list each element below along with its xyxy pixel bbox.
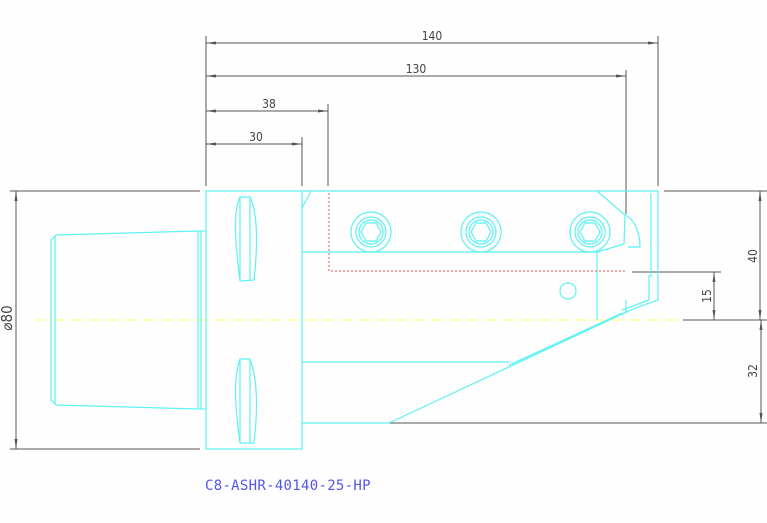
- dimension-labels: 140 130 38 30 ⌀80 40 15 32: [0, 29, 760, 378]
- hidden-tool-slot: [328, 193, 626, 272]
- dimension-lines: [10, 36, 767, 450]
- dim-130: 130: [406, 62, 427, 76]
- part-number-label: C8-ASHR-40140-25-HP: [205, 478, 371, 494]
- dim-140: 140: [422, 29, 443, 43]
- dim-15: 15: [700, 289, 714, 303]
- flange-slot-upper: [234, 196, 258, 282]
- flange-slot-lower: [234, 358, 258, 444]
- dim-40: 40: [746, 249, 760, 263]
- dim-diameter-80: ⌀80: [0, 305, 16, 330]
- part-outline: [50, 190, 659, 450]
- capto-shank: [50, 230, 205, 410]
- clamp-screw-2: [460, 211, 502, 253]
- holder-body: [301, 190, 659, 424]
- dim-32: 32: [746, 364, 760, 378]
- dim-38: 38: [262, 97, 276, 111]
- clamp-screw-1: [350, 211, 392, 253]
- flange: [205, 190, 303, 450]
- clamp-screw-3: [569, 211, 611, 253]
- dim-30: 30: [249, 130, 263, 144]
- coolant-hole: [559, 282, 577, 300]
